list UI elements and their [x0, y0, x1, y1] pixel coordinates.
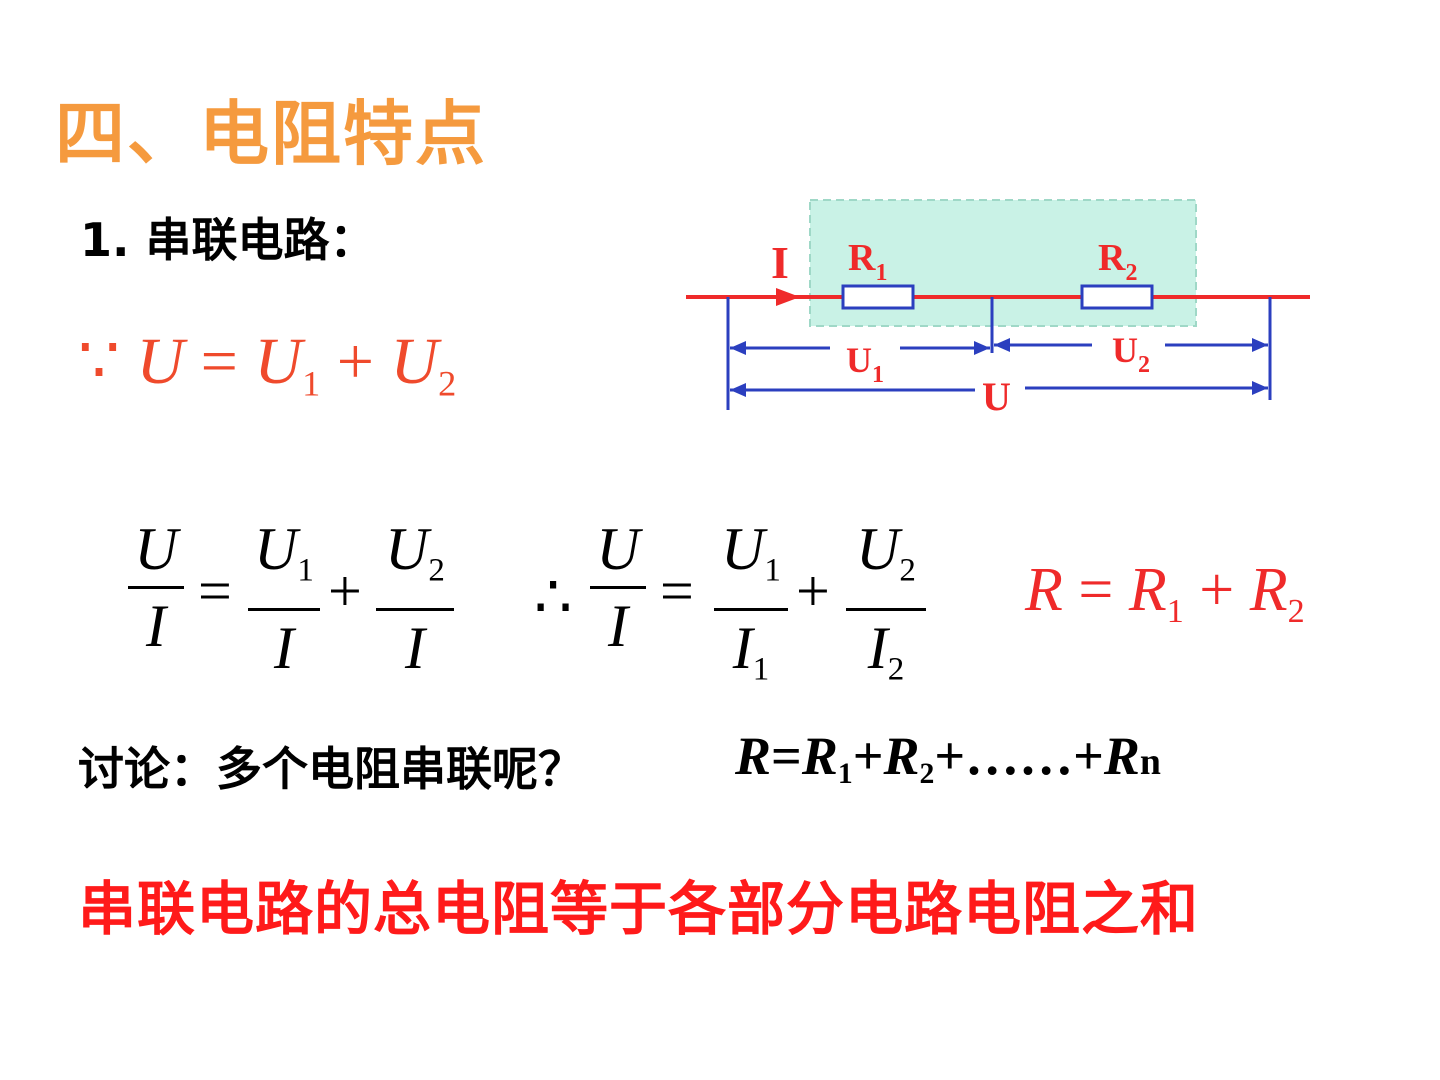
u1-arrowhead-left	[730, 341, 746, 355]
var-u1: U	[254, 325, 303, 398]
equals-sign: =	[660, 558, 694, 624]
fraction-u1-over-i: U1 I	[248, 518, 320, 679]
current-label: I	[771, 237, 789, 288]
fraction-u-over-i: U I	[128, 518, 184, 657]
plus-sign: +	[796, 558, 830, 624]
fraction-u2-over-i: U2 I	[376, 518, 454, 679]
sub-1: 1	[302, 363, 321, 404]
fraction-bar	[846, 607, 926, 611]
u-arrowhead-right	[1252, 381, 1268, 395]
conclusion: 串联电路的总电阻等于各部分电路电阻之和	[78, 875, 1200, 943]
r2-label: R2	[1098, 237, 1137, 286]
var-u2: U	[390, 325, 439, 398]
numerator: U2	[856, 516, 916, 589]
circuit-diagram: I R1 R2 U1 U2 U	[686, 199, 1310, 419]
fraction-u1-over-i1: U1 I1	[714, 518, 788, 700]
numerator: U1	[254, 516, 314, 589]
because-symbol: ∵	[78, 325, 120, 398]
fraction-bar	[376, 607, 454, 611]
fraction-u2-over-i2: U2 I2	[846, 518, 926, 700]
resistor-r1	[841, 284, 915, 310]
fraction-bar	[590, 586, 646, 589]
therefore-symbol: ∴	[534, 564, 573, 630]
section-heading: 1. 串联电路：	[80, 213, 376, 267]
denominator: I	[405, 614, 425, 681]
resistance-sum-equation: R = R1 + R2	[1025, 556, 1305, 630]
numerator: U	[596, 516, 640, 582]
equals-sign: =	[198, 558, 232, 624]
denominator: I1	[732, 614, 770, 688]
u1-arrowhead-right	[974, 341, 990, 355]
u2-arrowhead-left	[994, 338, 1010, 352]
slide-title: 四、电阻特点	[55, 93, 487, 175]
numerator: U	[134, 516, 178, 582]
denominator: I	[274, 614, 294, 681]
equals-sign: =	[200, 325, 238, 398]
numerator: U1	[721, 516, 781, 589]
r1-label: R1	[848, 237, 887, 286]
discussion-question: 讨论：多个电阻串联呢？	[78, 742, 584, 796]
denominator: I2	[867, 614, 905, 688]
current-arrow	[776, 288, 800, 306]
denominator: I	[146, 593, 166, 659]
u1-label: U1	[846, 340, 884, 388]
fraction-bar	[248, 607, 320, 611]
voltage-equation: ∵ U = U1 + U2	[78, 322, 456, 405]
fraction-u-over-i: U I	[590, 518, 646, 657]
plus-sign: +	[328, 558, 362, 624]
denominator: I	[608, 593, 628, 659]
u-label: U	[982, 374, 1011, 419]
var-u: U	[136, 325, 185, 398]
resistor-r2	[1080, 284, 1154, 310]
plus-sign: +	[336, 325, 374, 398]
numerator: U2	[385, 516, 445, 589]
u-arrowhead-left	[730, 383, 746, 397]
fraction-bar	[128, 586, 184, 589]
fraction-bar	[714, 607, 788, 611]
u2-label: U2	[1112, 330, 1150, 378]
u2-arrowhead-right	[1252, 338, 1268, 352]
n-resistor-formula: R=R1+R2+……+Rn	[735, 726, 1161, 790]
sub-2: 2	[438, 363, 457, 404]
